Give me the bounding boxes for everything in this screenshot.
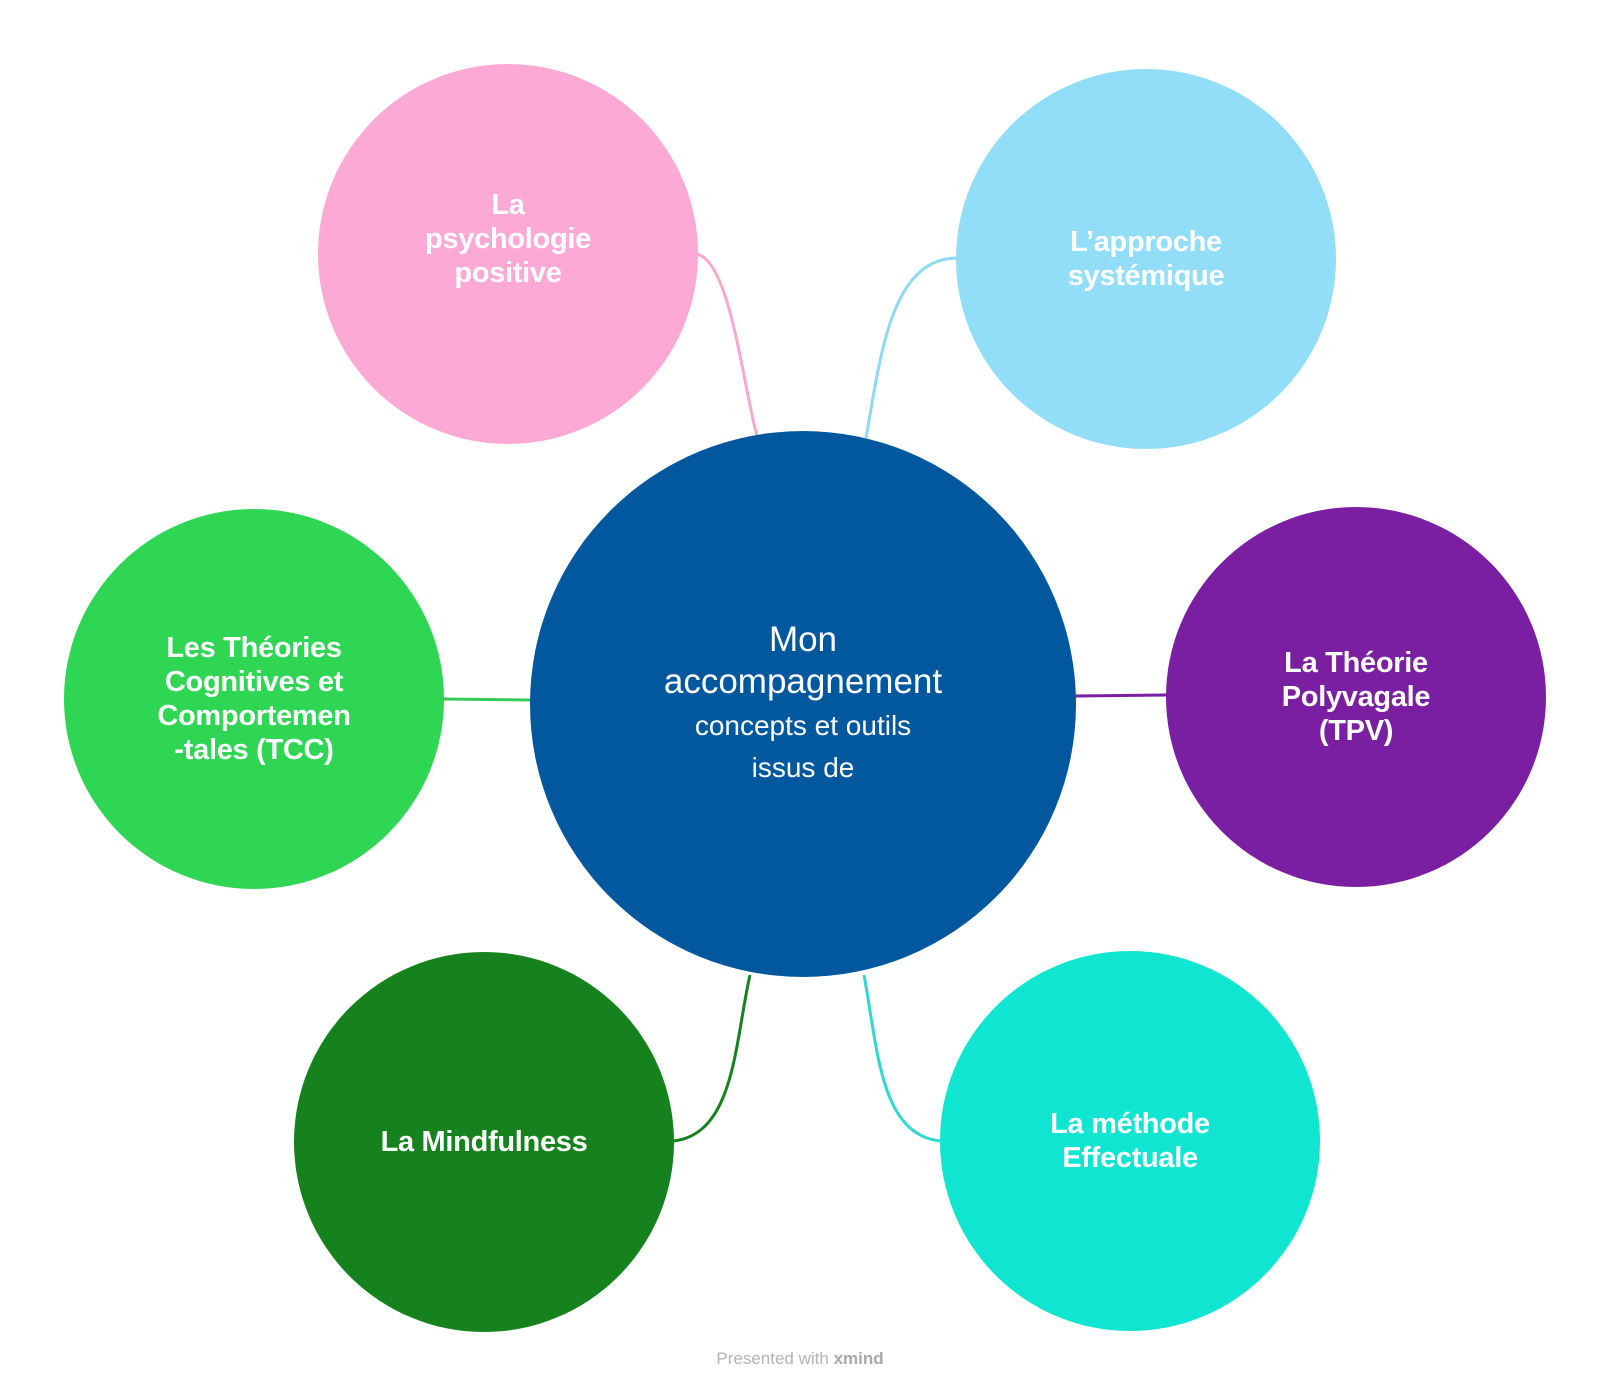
- node-tcc[interactable]: Les Théories Cognitives et Comportemen -…: [64, 509, 444, 889]
- central-topic-subtitle: concepts et outils issus de: [694, 710, 912, 783]
- connector-tpv: [1074, 693, 1168, 698]
- node-label-methode-effectuale: La méthode Effectuale: [1050, 1108, 1210, 1174]
- connector-mindfulness: [672, 974, 752, 1143]
- node-label-approche-systemique: L’approche systémique: [1067, 225, 1225, 292]
- node-label-mindfulness: La Mindfulness: [380, 1126, 588, 1158]
- connector-effectuale: [862, 974, 942, 1143]
- node-methode-effectuale[interactable]: La méthode Effectuale: [940, 951, 1320, 1331]
- central-topic[interactable]: Mon accompagnement concepts et outils is…: [530, 431, 1076, 977]
- connector-tcc: [442, 697, 533, 702]
- node-mindfulness[interactable]: La Mindfulness: [294, 952, 674, 1332]
- footer-brand: xmind: [833, 1349, 884, 1368]
- central-topic-title: Mon accompagnement: [663, 620, 943, 701]
- footer-prefix: Presented with: [716, 1349, 834, 1368]
- node-approche-systemique[interactable]: L’approche systémique: [956, 69, 1336, 449]
- node-label-tpv: La Théorie Polyvagale (TPV): [1281, 647, 1431, 747]
- node-tpv[interactable]: La Théorie Polyvagale (TPV): [1166, 507, 1546, 887]
- connector-systemique: [864, 256, 958, 439]
- connector-psychologie: [696, 252, 759, 437]
- node-label-tcc: Les Théories Cognitives et Comportemen -…: [157, 632, 351, 766]
- footer-credit: Presented with xmind: [0, 1349, 1600, 1369]
- node-label-psychologie-positive: La psychologie positive: [425, 189, 591, 289]
- node-psychologie-positive[interactable]: La psychologie positive: [318, 64, 698, 444]
